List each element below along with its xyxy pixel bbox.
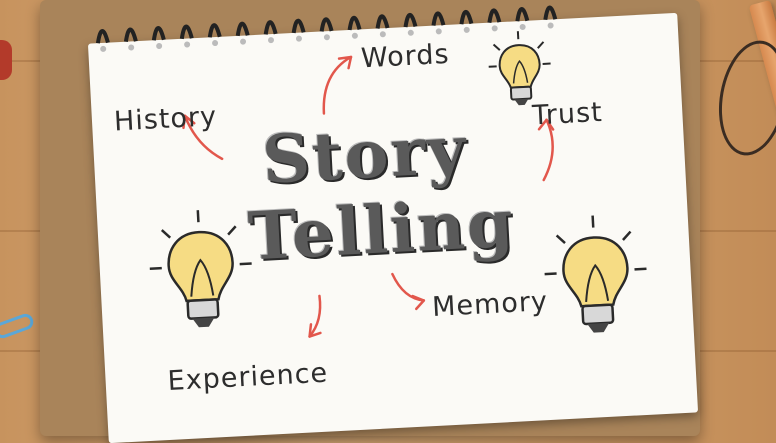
red-object xyxy=(0,40,12,80)
keyword-memory: Memory xyxy=(431,286,548,323)
title-story: Story xyxy=(261,116,469,193)
lightbulb-icon xyxy=(538,211,655,347)
lightbulb-icon xyxy=(483,27,557,111)
keyword-words: Words xyxy=(360,39,450,75)
paper-clip xyxy=(0,312,36,341)
spiral-notebook: Story Telling Words History Trust Memory… xyxy=(88,13,698,443)
keyword-history: History xyxy=(113,101,218,137)
title-telling: Telling xyxy=(247,190,517,270)
eyeglasses xyxy=(710,35,776,161)
lightbulb-icon xyxy=(143,205,260,341)
